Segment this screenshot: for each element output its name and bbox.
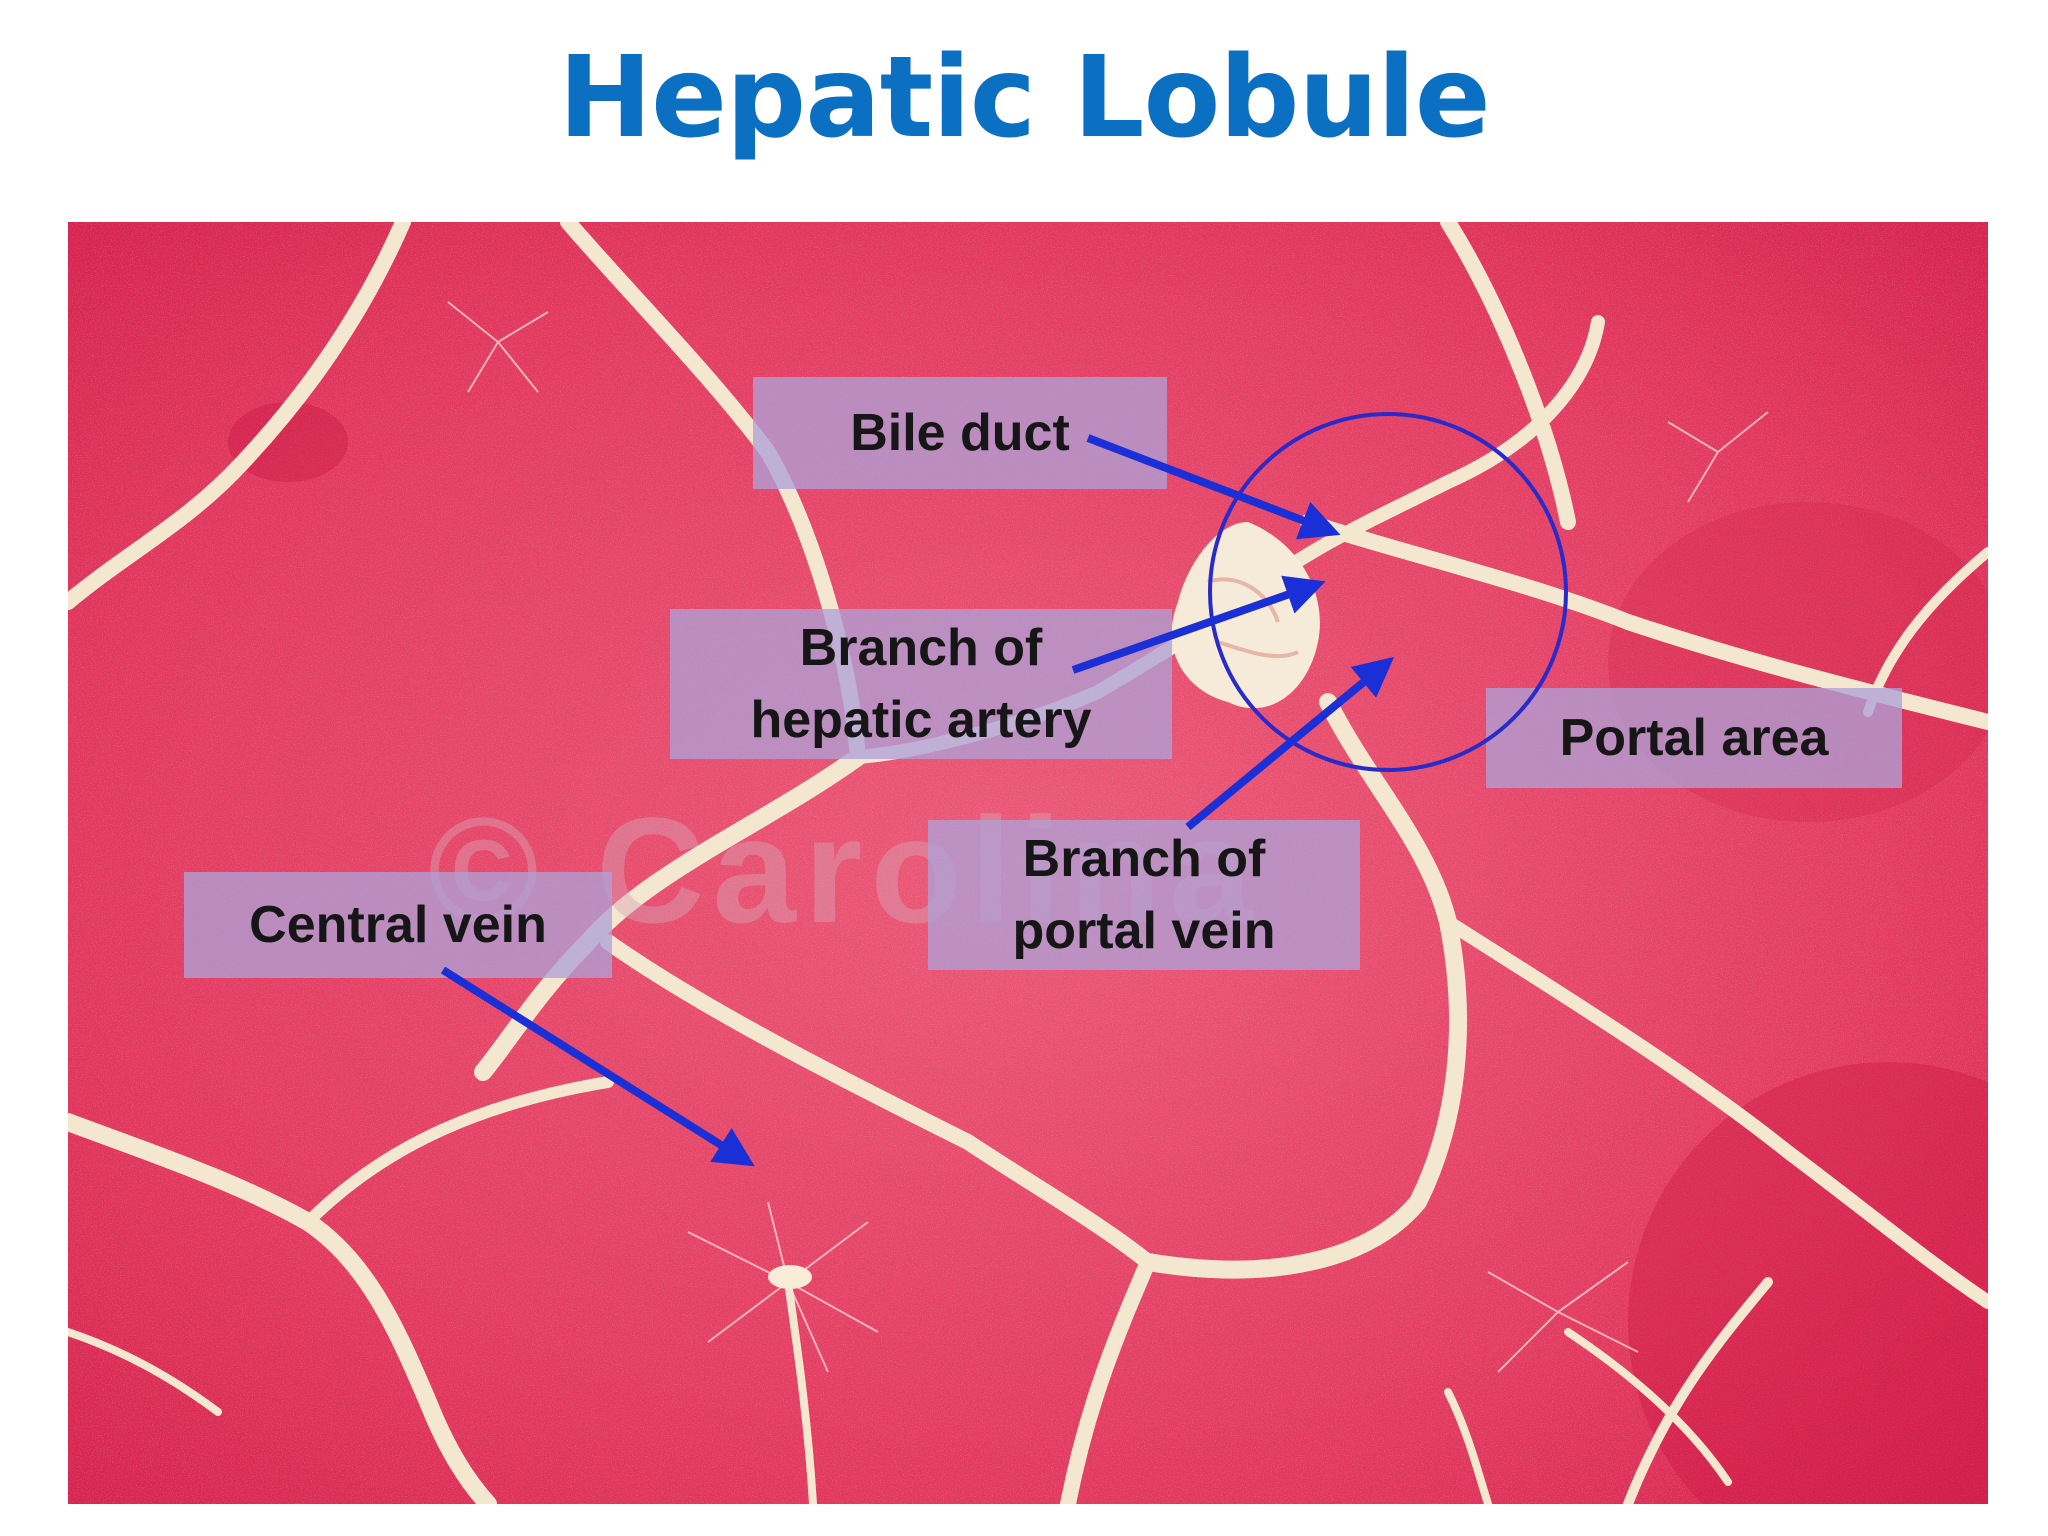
label-portal-vein-line2: portal vein [1012, 902, 1276, 960]
slide-title: Hepatic Lobule [558, 33, 1490, 163]
label-portal-vein-line1: Branch of [1022, 830, 1266, 888]
label-portal-area: Portal area [1486, 688, 1902, 788]
label-portal-vein: Branch of portal vein [928, 820, 1360, 970]
label-bile-duct-text: Bile duct [850, 404, 1070, 462]
label-hepatic-artery: Branch of hepatic artery [670, 609, 1172, 759]
liver-micrograph: © Carolina Bile duct Branch of hepatic a… [68, 222, 1988, 1504]
label-bile-duct: Bile duct [753, 377, 1167, 489]
sinusoids [447, 301, 1769, 1373]
central-vein-lumen [768, 1265, 812, 1289]
dark-region [1628, 1062, 1988, 1504]
label-central-vein: Central vein [184, 872, 612, 978]
label-portal-area-text: Portal area [1559, 709, 1829, 767]
label-central-vein-text: Central vein [249, 896, 547, 954]
label-hepatic-artery-line1: Branch of [799, 619, 1043, 677]
label-hepatic-artery-line2: hepatic artery [750, 691, 1092, 749]
dark-spot [228, 402, 348, 482]
